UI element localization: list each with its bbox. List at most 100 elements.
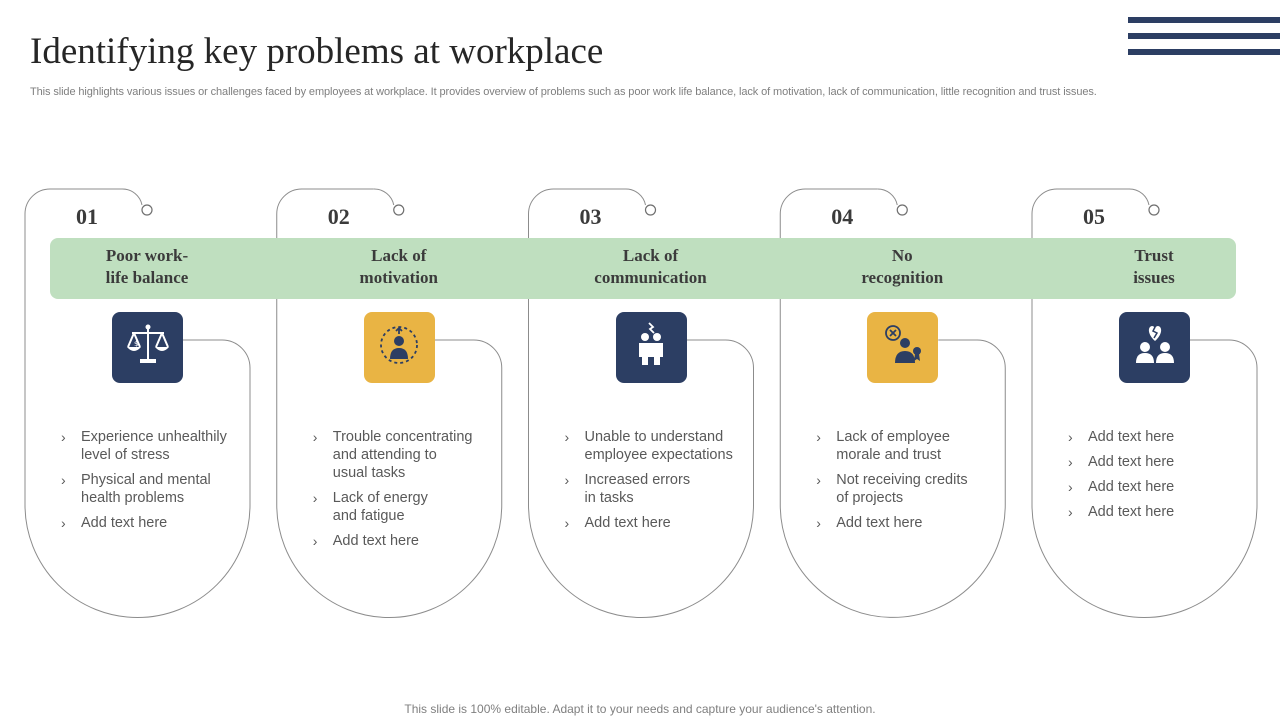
step-outline: [24, 188, 251, 618]
footer-note: This slide is 100% editable. Adapt it to…: [404, 702, 876, 716]
step-heading-line: life balance: [105, 268, 189, 287]
bullet-line: Lack of energy: [332, 490, 428, 506]
scales-icon: $: [124, 321, 172, 374]
step-card-05: 05TrustissuesAdd text hereAdd text hereA…: [1032, 0, 1280, 720]
step-number: 05: [1083, 204, 1105, 229]
step-heading-line: motivation: [359, 268, 438, 287]
bullet-line: Add text here: [332, 533, 419, 549]
step-outline: [1031, 188, 1258, 618]
step-heading-line: Lack of: [371, 246, 427, 265]
step-icon-box: $: [112, 312, 183, 383]
step-heading: Lack of motivation: [299, 245, 499, 289]
step-outline-hook: [373, 188, 395, 206]
step-outline-hook: [877, 188, 898, 206]
bullet-line: Trouble concentrating: [332, 429, 473, 445]
step-outline: [528, 188, 754, 618]
bullet-line: and fatigue: [332, 508, 405, 524]
bullet-item: Not receiving credits of projects: [816, 471, 996, 507]
step-heading-line: issues: [1133, 268, 1175, 287]
step-heading: Poor work-life balance: [47, 245, 247, 289]
no-award-icon: [879, 321, 927, 374]
step-heading-line: communication: [594, 268, 707, 287]
bullet-line: Lack of employee: [836, 429, 950, 445]
bullet-line: Increased errors: [584, 472, 691, 488]
bullet-line: Add text here: [1088, 504, 1175, 520]
bullet-line: Physical and mental: [81, 472, 211, 488]
bullet-line: Unable to understand: [584, 429, 724, 445]
slide-title: Identifying key problems at workplace: [30, 31, 604, 72]
svg-text:$: $: [134, 340, 138, 348]
broken-trust-icon: [1131, 321, 1179, 374]
connector-dot: [896, 204, 908, 216]
step-number: 04: [831, 204, 854, 229]
bullet-line: Add text here: [81, 515, 168, 531]
bullet-line: Not receiving credits: [836, 472, 968, 488]
step-bullet-list: Add text hereAdd text hereAdd text hereA…: [1068, 428, 1248, 528]
step-heading: No recognition: [802, 245, 1002, 289]
slide-subtitle: This slide highlights various issues or …: [30, 86, 1097, 98]
bullet-line: and attending to: [332, 447, 437, 463]
step-heading: Lack of communication: [551, 245, 751, 289]
bullet-item: Add text here: [1068, 453, 1248, 471]
step-outline-hook: [625, 188, 646, 206]
step-number: 02: [327, 204, 350, 229]
connector-dot: [644, 204, 657, 216]
step-heading-line: No: [891, 246, 913, 265]
step-heading: Trust issues: [1054, 245, 1254, 289]
step-heading-line: recognition: [861, 268, 944, 287]
bullet-line: Add text here: [836, 515, 923, 531]
step-icon-box: [615, 312, 687, 383]
headings-band: [50, 238, 1236, 299]
bullet-item: Add text here: [1068, 503, 1248, 521]
bullet-line: morale and trust: [836, 447, 942, 463]
step-outline: [276, 188, 503, 618]
bullet-item: Increased errors in tasks: [565, 471, 745, 507]
step-bullet-list: Unable to understand employee expectation…: [565, 428, 745, 539]
step-heading-line: Lack of: [622, 246, 679, 265]
bullet-item: Trouble concentrating and attending to usu…: [313, 428, 493, 482]
bullet-item: Add text here: [565, 514, 745, 532]
connector-dot: [393, 204, 405, 216]
bullet-line: Add text here: [1088, 429, 1175, 445]
bullet-line: Add text here: [1088, 479, 1175, 495]
step-number: 01: [76, 204, 98, 229]
connector-dot: [141, 204, 153, 216]
bullet-item: Add text here: [313, 532, 493, 550]
decorative-lines: [1128, 17, 1280, 61]
step-icon-box: [1119, 312, 1190, 383]
step-bullet-list: Experience unhealthily level of stressPhy…: [61, 428, 241, 539]
step-heading-line: Poor work-: [105, 246, 189, 265]
conflict-people-icon: [627, 321, 675, 374]
bullet-item: Lack of energy and fatigue: [313, 489, 493, 525]
stressed-person-icon: [375, 321, 423, 374]
bullet-line: of projects: [836, 490, 904, 506]
bullet-item: Add text here: [1068, 428, 1248, 446]
bullet-line: health problems: [81, 490, 185, 506]
bullet-line: Add text here: [584, 515, 671, 531]
step-bullet-list: Trouble concentrating and attending to usu…: [313, 428, 493, 557]
step-heading-line: Trust: [1134, 246, 1174, 265]
bullet-item: Experience unhealthily level of stress: [61, 428, 241, 464]
bullet-item: Add text here: [816, 514, 996, 532]
bullet-line: level of stress: [81, 447, 170, 463]
bullet-item: Add text here: [61, 514, 241, 532]
step-number: 03: [579, 204, 602, 229]
bullet-line: Experience unhealthily: [81, 429, 227, 445]
step-icon-box: [363, 312, 435, 383]
bullet-line: usual tasks: [332, 465, 406, 481]
bullet-item: Add text here: [1068, 478, 1248, 496]
step-bullet-list: Lack of employee morale and trustNot rece…: [816, 428, 996, 539]
bullet-line: in tasks: [584, 490, 634, 506]
step-outline-hook: [121, 188, 143, 206]
bullet-line: Add text here: [1088, 454, 1175, 470]
step-outline-hook: [1128, 188, 1150, 206]
bullet-line: employee expectations: [584, 447, 733, 463]
step-icon-box: [867, 312, 939, 383]
step-outline: [779, 188, 1006, 618]
